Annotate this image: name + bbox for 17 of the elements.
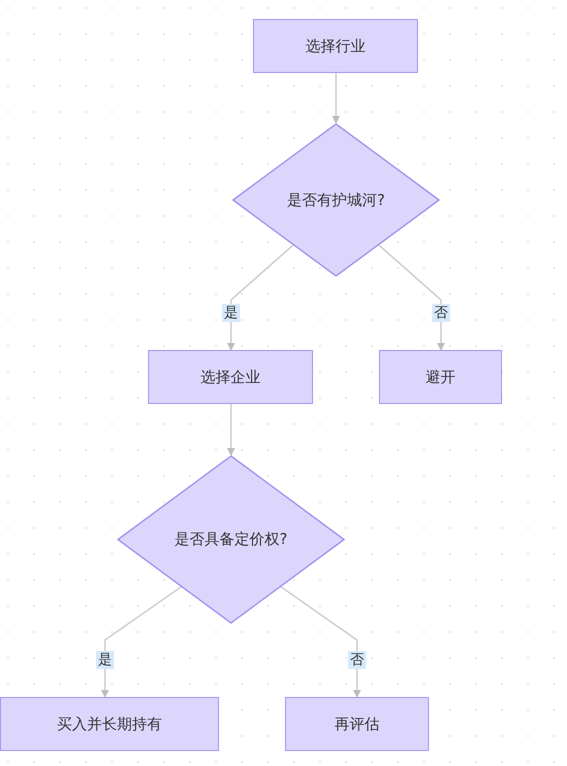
decision-diamond: 是否具备定价权? [117,455,345,624]
arrow [332,73,340,124]
process-box: 避开 [379,350,502,404]
process-box: 再评估 [285,697,429,751]
arrow [227,404,235,456]
process-box: 买入并长期持有 [0,697,219,751]
process-box: 选择企业 [148,350,313,404]
decision-diamond: 是否有护城河? [232,123,440,277]
arrow [227,244,294,351]
process-box: 选择行业 [253,19,418,73]
edge-label: 是 [96,651,114,669]
edge-label: 是 [222,304,240,322]
arrow [280,586,361,698]
edge-label: 否 [432,304,450,322]
arrow [378,244,445,351]
edge-label: 否 [348,651,366,669]
arrow [101,586,182,698]
